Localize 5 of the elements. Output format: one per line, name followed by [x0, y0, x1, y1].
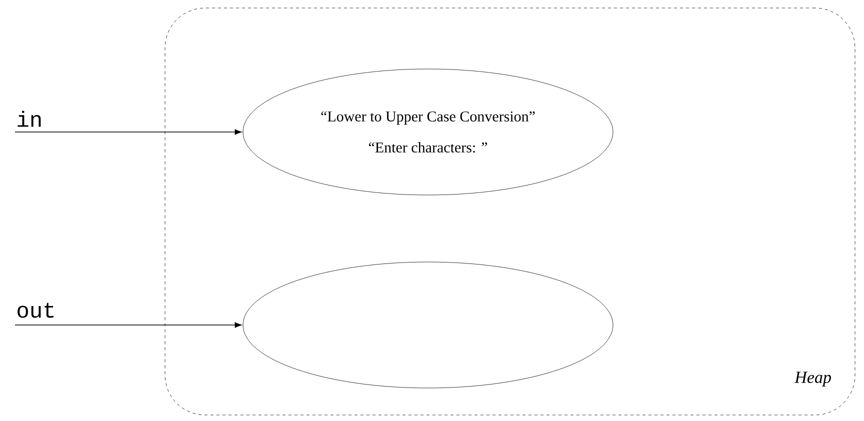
variable-name: in: [18, 110, 41, 127]
arrow: [14, 129, 242, 135]
arrow: [14, 322, 242, 328]
variable-name: out: [18, 302, 54, 318]
object-ellipse: [242, 262, 614, 388]
